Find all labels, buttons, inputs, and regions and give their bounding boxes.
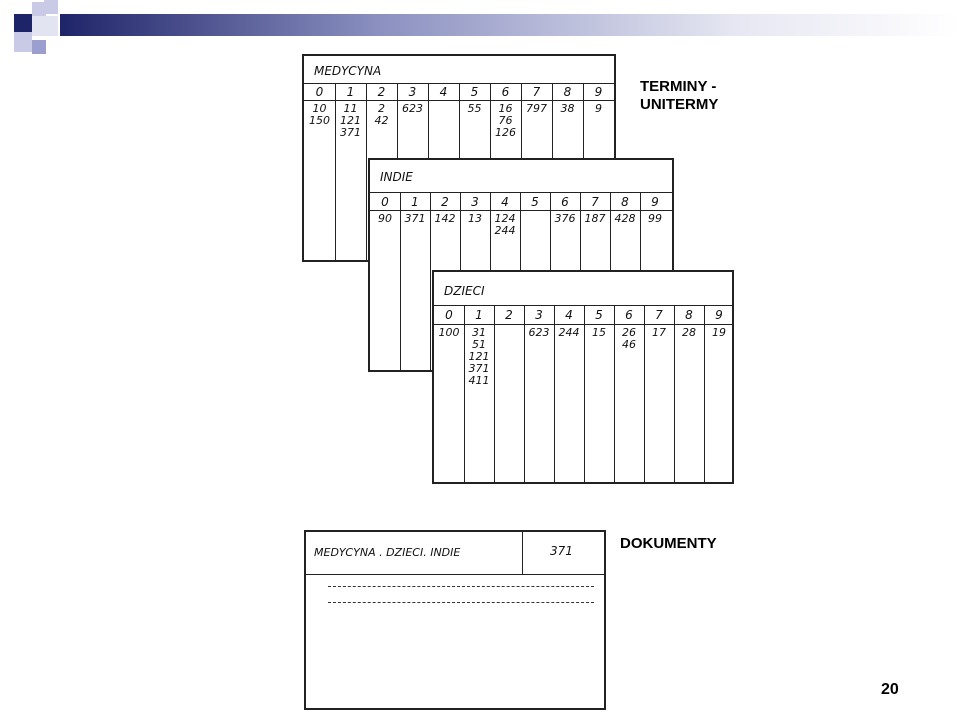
document-card-title: MEDYCYNA . DZIECI. INDIE	[314, 546, 461, 559]
column-cell: 371	[404, 212, 426, 225]
term-card-dzieci: DZIECI 0 100 1 31 51 121 371 411 2 3 623 4 244 5 1…	[432, 270, 734, 484]
column-digit: 6	[625, 308, 633, 322]
column-divider	[704, 306, 705, 482]
divider	[306, 574, 604, 575]
column-cell: 38	[560, 102, 575, 115]
column-digit: 6	[501, 85, 510, 99]
column-digit: 5	[595, 308, 603, 322]
column-cell: 142	[434, 212, 456, 225]
column-divider	[335, 83, 336, 260]
column-digit: 0	[381, 195, 389, 209]
column-digit: 1	[475, 308, 483, 322]
column-cell: 28	[682, 326, 696, 339]
column-digit: 2	[505, 308, 513, 322]
column-cell: 428	[614, 212, 636, 225]
column-digit: 2	[441, 195, 449, 209]
column-divider	[430, 193, 431, 370]
column-cell: 2 42	[374, 102, 389, 127]
documents-label: DOKUMENTY	[620, 535, 717, 552]
column-digit: 4	[501, 195, 509, 209]
column-cell: 187	[584, 212, 606, 225]
content-placeholder-line	[328, 586, 594, 587]
card-title: DZIECI	[444, 284, 485, 298]
column-divider	[494, 306, 495, 482]
title-bar-gradient	[60, 14, 960, 36]
divider	[370, 210, 672, 211]
column-cell: 623	[402, 102, 423, 115]
column-divider	[524, 306, 525, 482]
column-cell: 90	[378, 212, 392, 225]
decorative-square	[14, 14, 32, 32]
column-digit: 9	[594, 85, 603, 99]
column-digit: 7	[591, 195, 599, 209]
column-divider	[400, 193, 401, 370]
card-title: MEDYCYNA	[314, 64, 382, 78]
column-cell: 17	[652, 326, 666, 339]
column-digit: 8	[621, 195, 629, 209]
column-cell: 100	[438, 326, 460, 339]
column-digit: 0	[315, 85, 324, 99]
document-card: MEDYCYNA . DZIECI. INDIE 371	[304, 530, 606, 710]
column-digit: 8	[685, 308, 693, 322]
terms-label-line2: UNITERMY	[640, 96, 719, 113]
column-digit: 8	[563, 85, 572, 99]
column-cell: 10 150	[309, 102, 330, 127]
decorative-square	[32, 2, 46, 16]
column-cell: 124 244	[494, 212, 516, 237]
column-digit: 6	[561, 195, 569, 209]
divider	[370, 192, 672, 193]
divider	[522, 532, 523, 574]
column-cell: 99	[648, 212, 662, 225]
decorative-square	[44, 0, 58, 14]
column-cell: 31 51 121 371 411	[468, 326, 490, 387]
terms-label-line1: TERMINY -	[640, 78, 717, 95]
column-digit: 3	[408, 85, 417, 99]
column-divider	[584, 306, 585, 482]
column-divider	[464, 306, 465, 482]
column-digit: 7	[655, 308, 663, 322]
column-divider	[366, 83, 367, 260]
column-cell: 19	[712, 326, 726, 339]
terms-label: TERMINY - UNITERMY	[640, 78, 718, 114]
page-number: 20	[881, 681, 899, 698]
column-digit: 2	[377, 85, 386, 99]
column-divider	[644, 306, 645, 482]
column-cell: 797	[526, 102, 547, 115]
column-digit: 4	[565, 308, 573, 322]
column-cell: 244	[558, 326, 580, 339]
column-divider	[554, 306, 555, 482]
column-cell: 623	[528, 326, 550, 339]
column-divider	[614, 306, 615, 482]
column-digit: 0	[445, 308, 453, 322]
column-cell: 376	[554, 212, 576, 225]
column-digit: 1	[346, 85, 355, 99]
divider	[434, 305, 732, 306]
column-digit: 4	[439, 85, 448, 99]
content-placeholder-line	[328, 602, 594, 603]
column-digit: 9	[651, 195, 659, 209]
decorative-square	[14, 32, 32, 52]
column-digit: 9	[715, 308, 723, 322]
column-digit: 3	[535, 308, 543, 322]
column-digit: 1	[411, 195, 419, 209]
column-digit: 3	[471, 195, 479, 209]
card-title: INDIE	[380, 170, 413, 184]
document-card-number: 371	[550, 544, 573, 558]
column-cell: 11 121 371	[340, 102, 361, 139]
column-cell: 15	[592, 326, 606, 339]
divider	[434, 324, 732, 325]
column-divider	[674, 306, 675, 482]
column-cell: 55	[467, 102, 482, 115]
column-cell: 16 76 126	[495, 102, 516, 139]
column-digit: 5	[531, 195, 539, 209]
decorative-square	[32, 16, 58, 36]
column-cell: 13	[468, 212, 482, 225]
column-digit: 5	[470, 85, 479, 99]
column-cell: 26 46	[622, 326, 636, 351]
column-cell: 9	[595, 102, 602, 115]
decorative-square	[32, 40, 46, 54]
column-digit: 7	[532, 85, 541, 99]
